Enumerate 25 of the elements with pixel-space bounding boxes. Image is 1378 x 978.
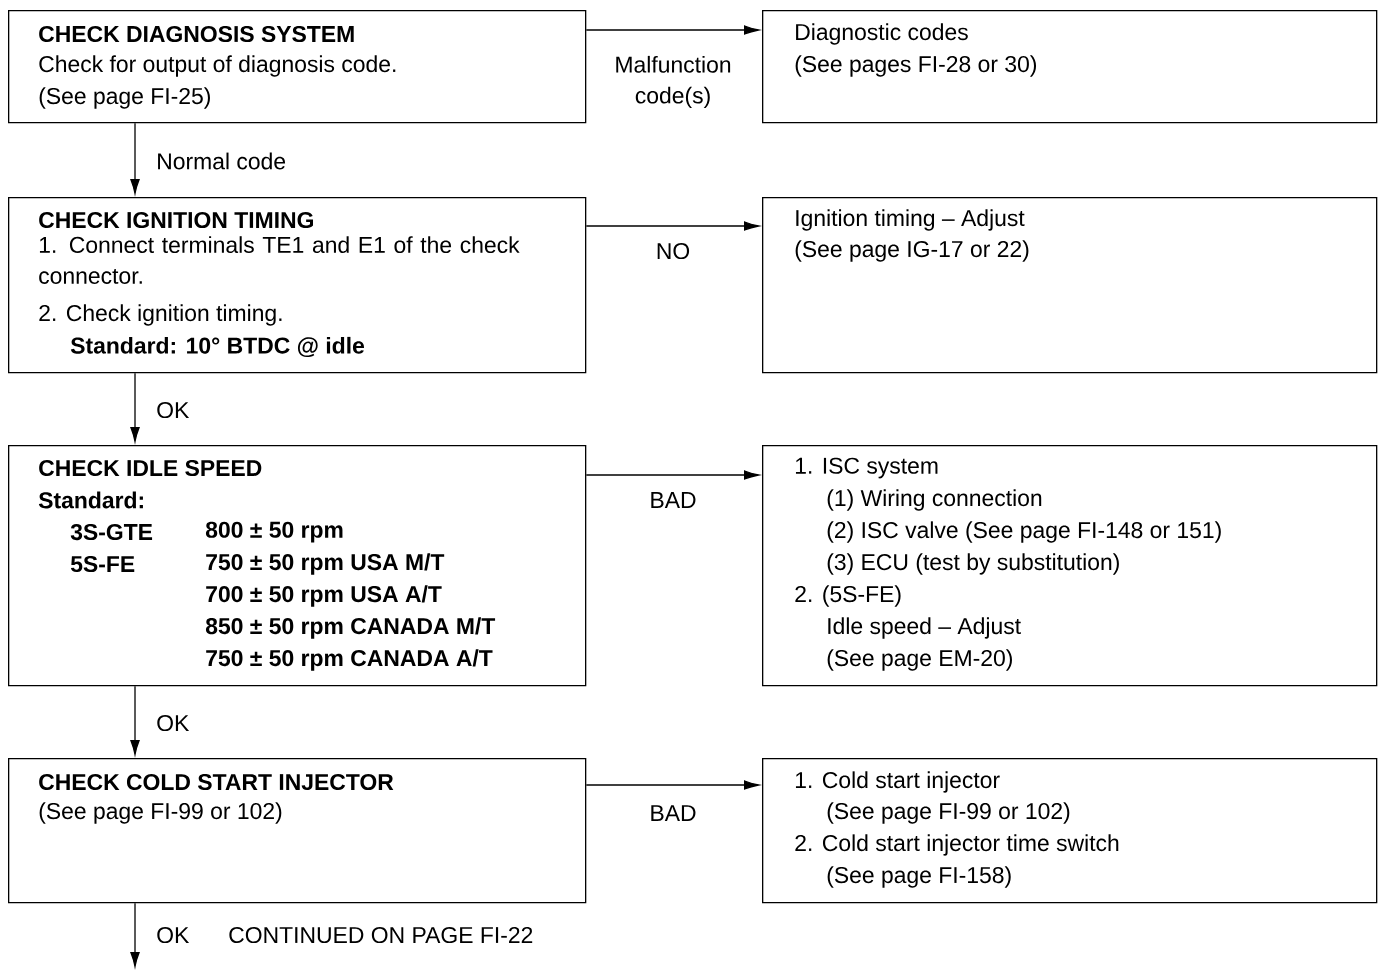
edge-label: Normal code: [158, 152, 286, 170]
arrow: [130, 122, 140, 195]
arrow: [585, 221, 760, 231]
edge-label: OK: [157, 714, 190, 732]
edge-label: BAD: [651, 805, 696, 821]
arrow: [130, 372, 140, 443]
process-box: Ignition timing – Adjust (See page IG-17 or 22): [762, 197, 1378, 374]
process-box: CHECK IGNITION TIMING 1. Connect terminals TE1 and E1 of the check connector. 2. Check ignition timing. Standard: 10° BTDC @ idle: [8, 197, 587, 374]
edge-label: BAD: [651, 492, 696, 508]
process-box: CHECK DIAGNOSIS SYSTEM Check for output of diagnosis code. (See page FI-25): [8, 10, 587, 124]
process-box: Diagnostic codes (See pages FI-28 or 30): [762, 10, 1378, 124]
arrow: [130, 685, 140, 756]
process-box: CHECK COLD START INJECTOR (See page FI-99 or 102): [8, 758, 587, 904]
edge-label: OK: [157, 401, 190, 419]
process-box: CHECK IDLE SPEED Standard: 3S-GTE 800 ± 50 rpm 5S-FE 750 ± 50 rpm USA M/T 700 ± 50 rpm USA A/T 850 ± 50 rpm CANADA M/T 750 ± 50 rpm CANADA A/T: [8, 445, 587, 687]
process-box: 1. ISC system (1) Wiring connection (2) ISC valve (See page FI-148 or 151) (3) ECU (test by substitution) 2. (5S-FE) Idle speed – Adjust (See page EM-20): [762, 445, 1378, 687]
arrow: [585, 25, 760, 35]
edge-label: Malfunction code(s): [616, 55, 731, 109]
edge-label: OK: [157, 926, 190, 944]
edge-label: NO: [657, 242, 690, 260]
arrow: [585, 780, 760, 790]
arrow: [585, 470, 760, 480]
process-box: 1. Cold start injector (See page FI-99 or 102) 2. Cold start injector time switch (See page FI-158): [762, 758, 1378, 904]
arrow: [130, 902, 140, 968]
note: CONTINUED ON PAGE FI-22: [229, 926, 533, 944]
